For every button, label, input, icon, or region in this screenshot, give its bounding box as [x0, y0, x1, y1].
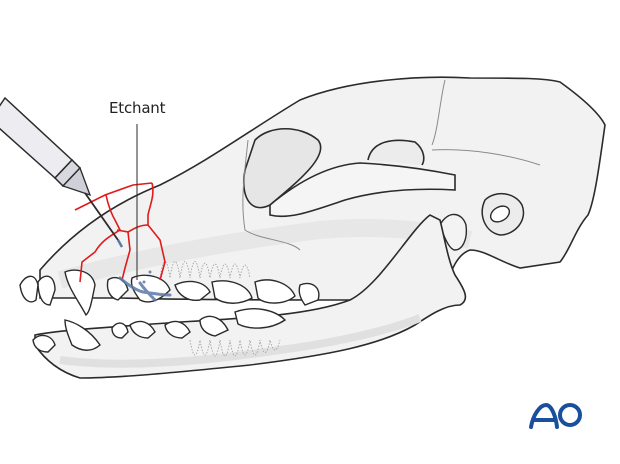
ao-logo [529, 403, 582, 429]
fracture-lines [74, 182, 166, 283]
upper-teeth [19, 269, 320, 317]
syringe [0, 96, 124, 248]
etchant [118, 270, 172, 302]
lower-teeth [32, 308, 287, 353]
etchant-label: Etchant [109, 99, 166, 117]
tooth-roots [159, 261, 281, 357]
